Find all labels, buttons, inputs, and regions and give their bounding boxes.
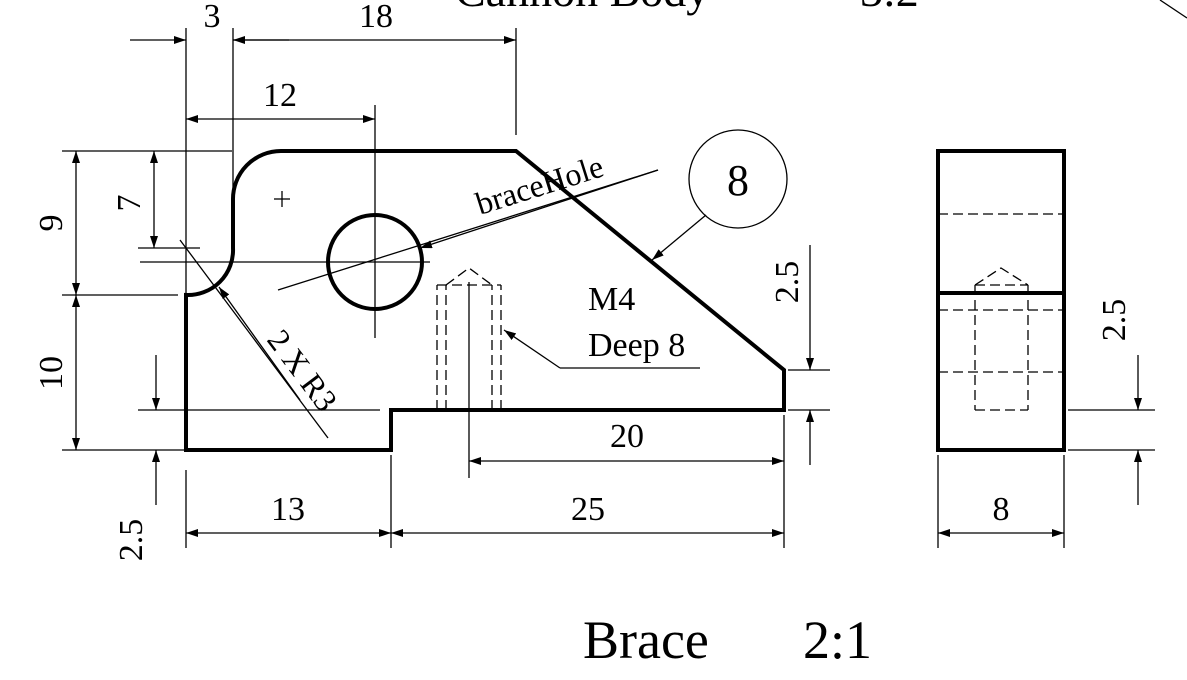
fillet-center-mark: [274, 191, 290, 207]
part-name: Brace: [583, 610, 709, 670]
balloon-number: 8: [727, 156, 749, 205]
header-title-partial: Cannon Body: [455, 0, 709, 16]
dim-9-label: 9: [33, 215, 70, 232]
side-dim-8-label: 8: [993, 491, 1010, 528]
header-scale-partial: 3:2: [860, 0, 919, 16]
extension-lines: [62, 28, 830, 548]
radius-leader-arrow: [218, 286, 301, 401]
dim-2-5-right-label: 2.5: [769, 261, 806, 304]
thread-note-line2: Deep 8: [588, 327, 685, 364]
part-scale: 2:1: [803, 610, 872, 670]
dim-13-label: 13: [271, 491, 305, 528]
thread-note-line1: M4: [588, 281, 635, 318]
brace-side-outline: [936, 149, 1066, 452]
dim-3-label: 3: [204, 0, 221, 35]
brace-hole-leader: [277, 169, 659, 291]
radius-leader: [179, 239, 329, 439]
dim-12-label: 12: [263, 77, 297, 114]
threaded-hole-hidden: [436, 267, 502, 478]
dim-18-label: 18: [359, 0, 393, 35]
dim-2-5-left-label: 2.5: [113, 519, 150, 562]
border-corner-line: [1159, 0, 1187, 19]
dim-10-label: 10: [33, 356, 70, 390]
side-view-hidden-lines: [938, 213, 1064, 411]
balloon-leader: [651, 214, 707, 261]
dim-7-label: 7: [111, 195, 148, 212]
dim-20-label: 20: [610, 418, 644, 455]
item-balloon: [688, 129, 788, 229]
brace-hole-leader-arrow: [419, 169, 659, 249]
dim-25-label: 25: [571, 491, 605, 528]
side-dim-2-5-label: 2.5: [1096, 299, 1133, 342]
thread-note-leader: [503, 329, 561, 369]
